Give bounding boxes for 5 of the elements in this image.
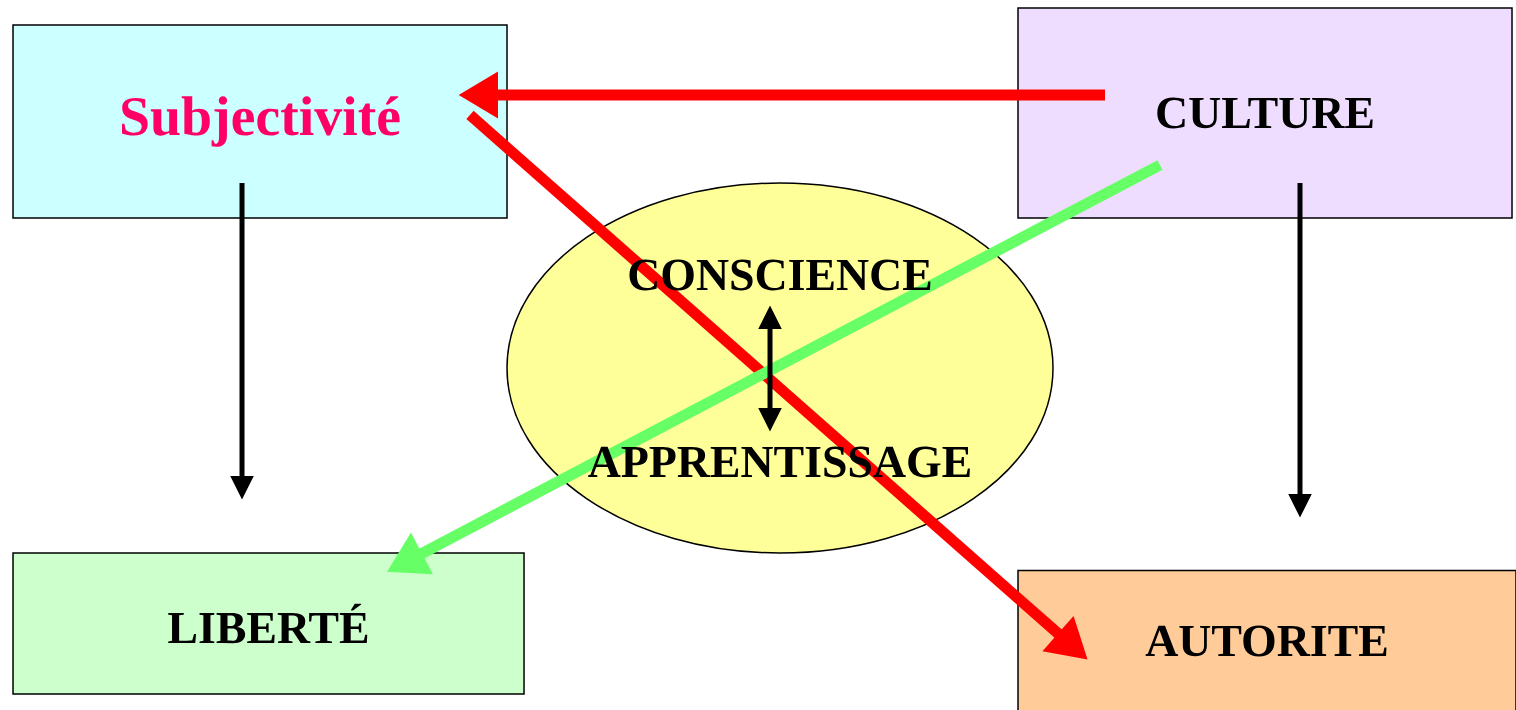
concept-box: AUTORITE [1017,569,1516,710]
concept-box: CULTURE [1017,7,1513,219]
ellipse [506,182,1054,554]
concept-box: LIBERTÉ [12,552,525,695]
concept-box: Subjectivité [12,24,508,219]
